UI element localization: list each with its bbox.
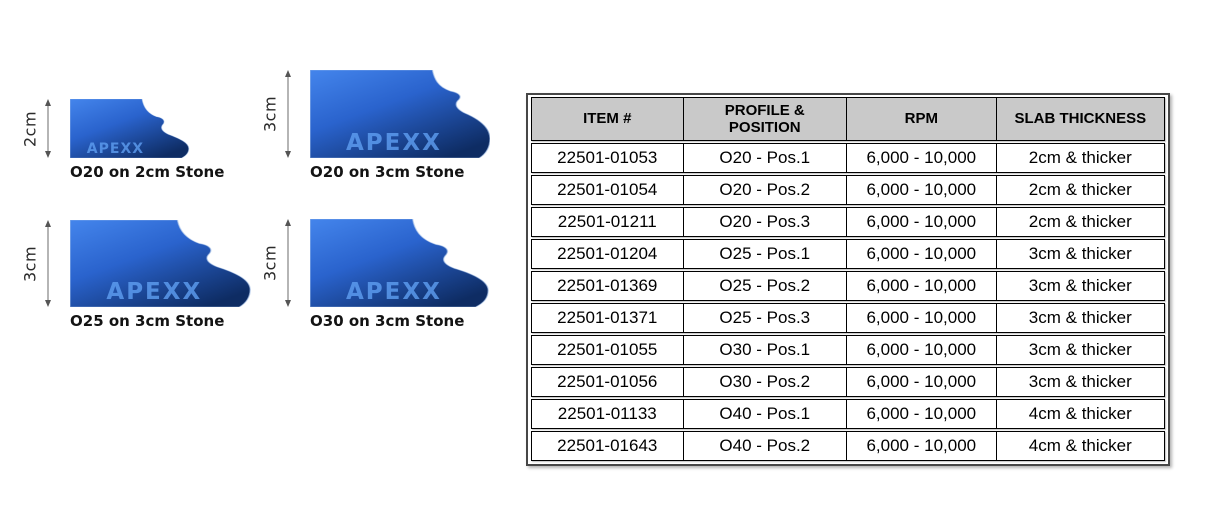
table-row: 22501-01055 O30 - Pos.1 6,000 - 10,000 3… xyxy=(531,335,1165,365)
profile-position-cell: O40 - Pos.2 xyxy=(683,431,847,461)
profile-position-cell: O30 - Pos.2 xyxy=(683,367,847,397)
diagram-caption: O25 on 3cm Stone xyxy=(70,312,225,330)
item-number-cell: 22501-01204 xyxy=(531,239,684,269)
stone-profile-svg xyxy=(310,70,490,158)
dimension-arrow-icon xyxy=(45,99,51,158)
table-row: 22501-01643 O40 - Pos.2 6,000 - 10,000 4… xyxy=(531,431,1165,461)
profile-position-cell: O25 - Pos.1 xyxy=(683,239,847,269)
rpm-cell: 6,000 - 10,000 xyxy=(847,207,997,237)
item-number-cell: 22501-01055 xyxy=(531,335,684,365)
table-row: 22501-01054 O20 - Pos.2 6,000 - 10,000 2… xyxy=(531,175,1165,205)
dimension-label: 3cm xyxy=(20,245,40,282)
header-rpm: RPM xyxy=(847,97,997,141)
slab-thickness-cell: 4cm & thicker xyxy=(996,399,1165,429)
slab-thickness-cell: 2cm & thicker xyxy=(996,175,1165,205)
stone-profile-svg xyxy=(310,219,489,307)
item-number-cell: 22501-01643 xyxy=(531,431,684,461)
profile-position-cell: O20 - Pos.3 xyxy=(683,207,847,237)
dimension-label: 3cm xyxy=(260,95,280,133)
table-body: 22501-01053 O20 - Pos.1 6,000 - 10,000 2… xyxy=(531,143,1165,461)
table-row: 22501-01133 O40 - Pos.1 6,000 - 10,000 4… xyxy=(531,399,1165,429)
header-slab-thickness: SLAB THICKNESS xyxy=(996,97,1165,141)
stone-profile-svg xyxy=(70,99,190,158)
profile-position-cell: O20 - Pos.2 xyxy=(683,175,847,205)
header-profile-position: PROFILE & POSITION xyxy=(683,97,847,141)
dimension-label: 2cm xyxy=(20,110,40,147)
rpm-cell: 6,000 - 10,000 xyxy=(847,239,997,269)
diagram-row: 3cm APEXX xyxy=(258,219,490,307)
dimension-arrow-icon xyxy=(45,220,51,307)
rpm-cell: 6,000 - 10,000 xyxy=(847,431,997,461)
table-row: 22501-01053 O20 - Pos.1 6,000 - 10,000 2… xyxy=(531,143,1165,173)
profile-diagram-o25-3cm: 3cm APEXX O25 on 3cm Stone xyxy=(18,220,252,330)
profile-position-cell: O20 - Pos.1 xyxy=(683,143,847,173)
diagram-row: 3cm APEXX xyxy=(258,70,490,158)
item-number-cell: 22501-01211 xyxy=(531,207,684,237)
slab-thickness-cell: 3cm & thicker xyxy=(996,303,1165,333)
spec-table: ITEM # PROFILE & POSITION RPM SLAB THICK… xyxy=(526,93,1170,466)
rpm-cell: 6,000 - 10,000 xyxy=(847,399,997,429)
rpm-cell: 6,000 - 10,000 xyxy=(847,143,997,173)
rpm-cell: 6,000 - 10,000 xyxy=(847,303,997,333)
table-row: 22501-01056 O30 - Pos.2 6,000 - 10,000 3… xyxy=(531,367,1165,397)
stone-profile-shape: APEXX xyxy=(310,219,490,307)
rpm-cell: 6,000 - 10,000 xyxy=(847,335,997,365)
diagram-row: 3cm APEXX xyxy=(18,220,252,307)
item-number-cell: 22501-01054 xyxy=(531,175,684,205)
diagram-row: 2cm APEXX xyxy=(18,99,224,158)
item-number-cell: 22501-01369 xyxy=(531,271,684,301)
dimension-label: 3cm xyxy=(260,244,280,282)
profile-diagram-o20-2cm: 2cm APEXX O20 on 2cm Stone xyxy=(18,99,224,181)
profile-position-cell: O25 - Pos.3 xyxy=(683,303,847,333)
item-number-cell: 22501-01053 xyxy=(531,143,684,173)
slab-thickness-cell: 3cm & thicker xyxy=(996,239,1165,269)
table-row: 22501-01369 O25 - Pos.2 6,000 - 10,000 3… xyxy=(531,271,1165,301)
table-row: 22501-01204 O25 - Pos.1 6,000 - 10,000 3… xyxy=(531,239,1165,269)
profile-position-cell: O30 - Pos.1 xyxy=(683,335,847,365)
profile-position-cell: O25 - Pos.2 xyxy=(683,271,847,301)
rpm-cell: 6,000 - 10,000 xyxy=(847,367,997,397)
diagram-caption: O20 on 2cm Stone xyxy=(70,163,225,181)
slab-thickness-cell: 2cm & thicker xyxy=(996,143,1165,173)
dimension-arrow-icon xyxy=(285,219,291,307)
header-item-number: ITEM # xyxy=(531,97,684,141)
dimension-arrow-icon xyxy=(285,70,291,158)
slab-thickness-cell: 3cm & thicker xyxy=(996,367,1165,397)
stone-profile-shape: APEXX xyxy=(70,99,190,158)
slab-thickness-cell: 3cm & thicker xyxy=(996,335,1165,365)
diagram-caption: O30 on 3cm Stone xyxy=(310,312,465,330)
slab-thickness-cell: 3cm & thicker xyxy=(996,271,1165,301)
diagram-caption: O20 on 3cm Stone xyxy=(310,163,465,181)
table-row: 22501-01371 O25 - Pos.3 6,000 - 10,000 3… xyxy=(531,303,1165,333)
item-number-cell: 22501-01133 xyxy=(531,399,684,429)
table-header-row: ITEM # PROFILE & POSITION RPM SLAB THICK… xyxy=(531,97,1165,141)
item-number-cell: 22501-01056 xyxy=(531,367,684,397)
slab-thickness-cell: 4cm & thicker xyxy=(996,431,1165,461)
profile-diagram-o30-3cm: 3cm APEXX O30 on 3cm Stone xyxy=(258,219,490,330)
profile-position-cell: O40 - Pos.1 xyxy=(683,399,847,429)
stone-profile-svg xyxy=(70,220,251,307)
rpm-cell: 6,000 - 10,000 xyxy=(847,175,997,205)
profile-diagram-o20-3cm: 3cm APEXX O20 on 3cm Stone xyxy=(258,70,490,181)
rpm-cell: 6,000 - 10,000 xyxy=(847,271,997,301)
stone-profile-shape: APEXX xyxy=(310,70,490,158)
stone-profile-shape: APEXX xyxy=(70,220,252,307)
slab-thickness-cell: 2cm & thicker xyxy=(996,207,1165,237)
table-row: 22501-01211 O20 - Pos.3 6,000 - 10,000 2… xyxy=(531,207,1165,237)
item-number-cell: 22501-01371 xyxy=(531,303,684,333)
